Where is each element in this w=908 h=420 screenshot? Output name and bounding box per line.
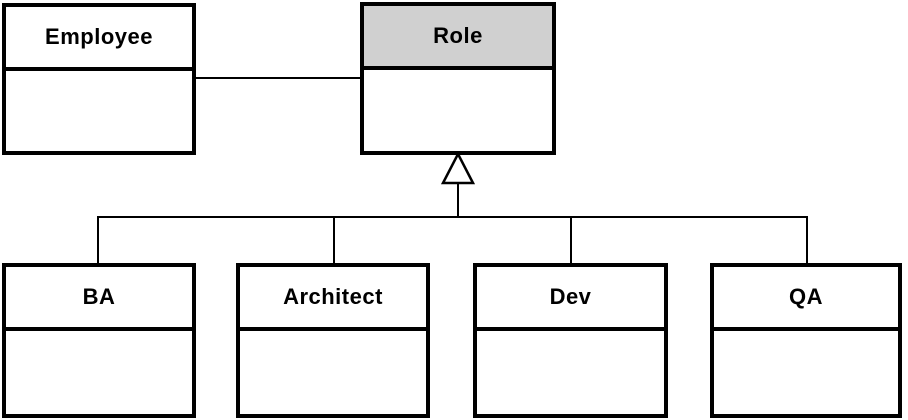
generalization-stem-line — [457, 184, 459, 218]
class-name-qa: QA — [789, 284, 823, 309]
class-body-ba — [6, 331, 192, 414]
class-box-architect: Architect — [236, 263, 430, 418]
generalization-stub-architect — [333, 216, 335, 263]
class-body-architect — [240, 331, 426, 414]
association-line-employee-role — [196, 77, 362, 79]
class-body-employee — [6, 71, 192, 151]
class-box-ba: BA — [2, 263, 196, 418]
class-name-employee: Employee — [45, 24, 153, 49]
class-header-dev: Dev — [477, 267, 664, 331]
generalization-stub-qa — [806, 216, 808, 263]
class-name-role: Role — [433, 23, 483, 48]
class-body-qa — [714, 331, 898, 414]
class-box-role: Role — [360, 2, 556, 155]
class-header-ba: BA — [6, 267, 192, 331]
class-header-role: Role — [364, 6, 552, 70]
class-box-qa: QA — [710, 263, 902, 418]
class-header-architect: Architect — [240, 267, 426, 331]
class-header-qa: QA — [714, 267, 898, 331]
class-name-ba: BA — [82, 284, 116, 309]
class-header-employee: Employee — [6, 7, 192, 71]
class-body-role — [364, 70, 552, 151]
class-name-architect: Architect — [283, 284, 383, 309]
class-box-employee: Employee — [2, 3, 196, 155]
generalization-arrowhead-icon — [441, 153, 475, 185]
generalization-bus-line — [97, 216, 808, 218]
generalization-stub-dev — [570, 216, 572, 263]
generalization-stub-ba — [97, 216, 99, 263]
class-box-dev: Dev — [473, 263, 668, 418]
class-body-dev — [477, 331, 664, 414]
class-name-dev: Dev — [549, 284, 592, 309]
